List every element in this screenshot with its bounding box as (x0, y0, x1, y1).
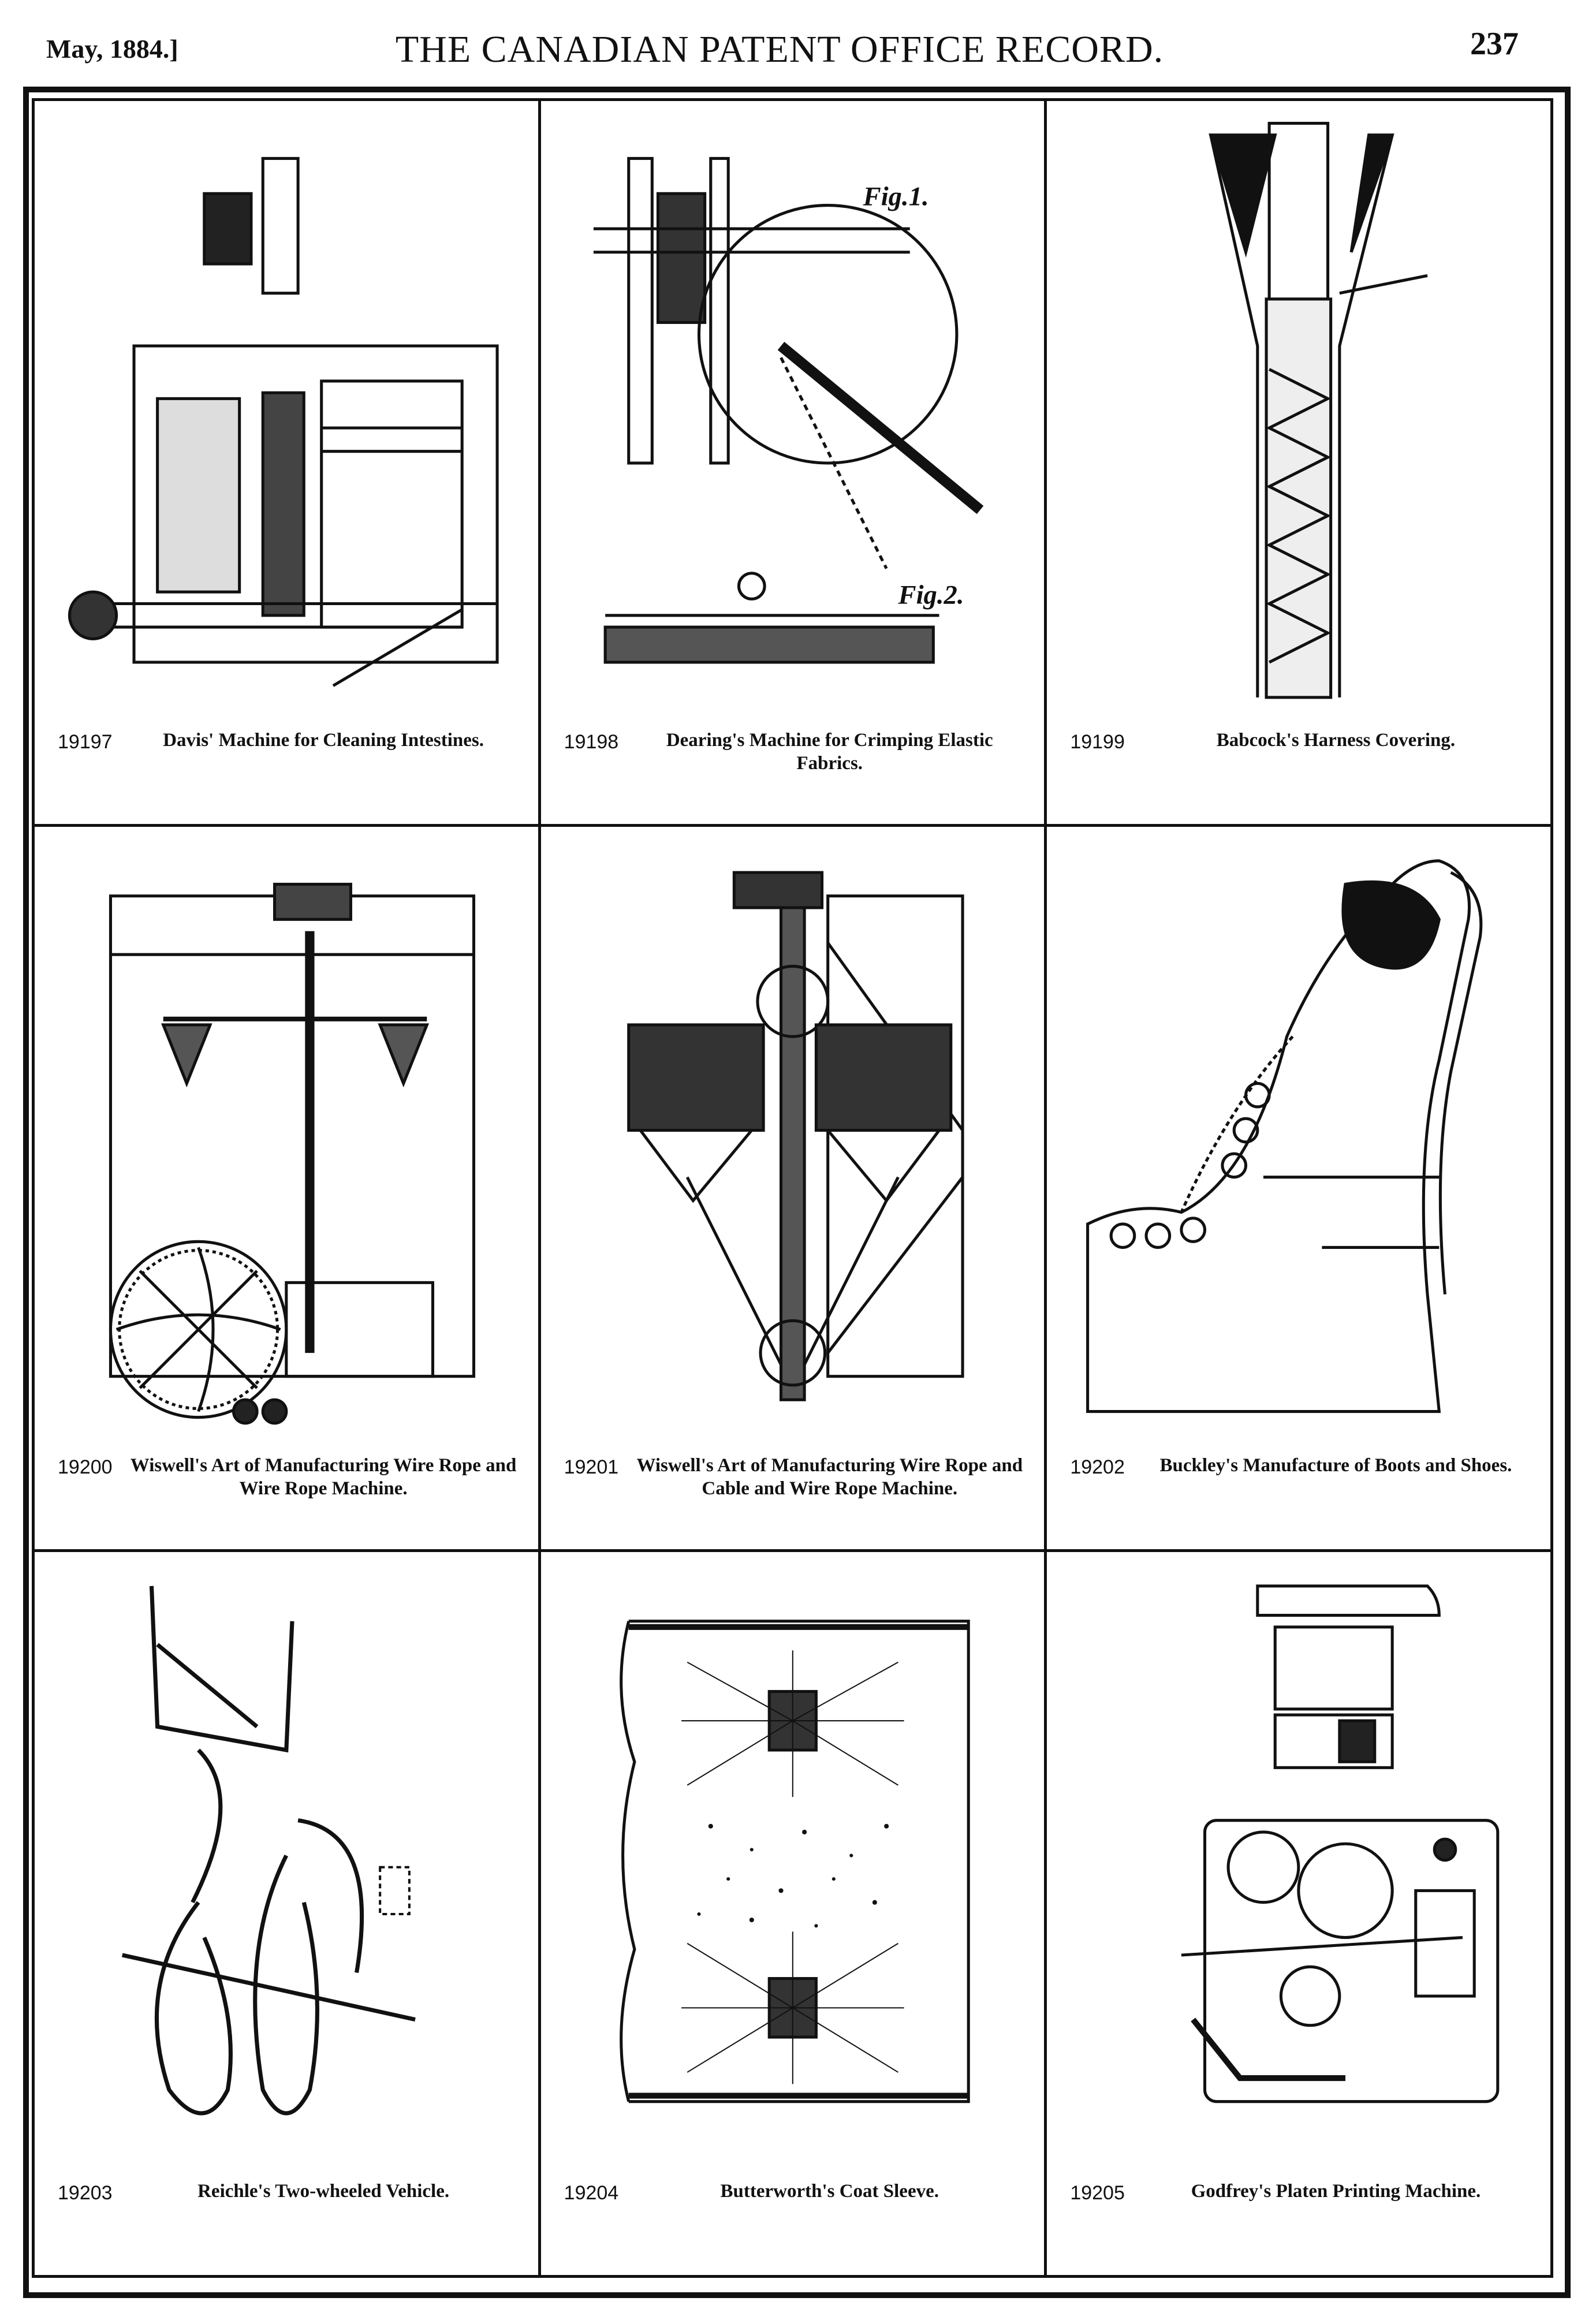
patent-number: 19203 (58, 2181, 113, 2204)
patent-number: 19201 (564, 1456, 619, 1479)
drawing-platen-printing-machine (1181, 1584, 1500, 2103)
patent-cell-19197: 19197 Davis' Machine for Cleaning Intest… (35, 101, 541, 827)
patent-title: Wiswell's Art of Manufacturing Wire Rope… (636, 1455, 1023, 1500)
patent-cell-19198: Fig.1. Fig.2. 19198 Dearing's Machine fo… (540, 101, 1047, 827)
caption: 19205 Godfrey's Platen Printing Machine. (1070, 2180, 1533, 2255)
patent-number: 19204 (564, 2181, 619, 2204)
patent-title: Butterworth's Coat Sleeve. (720, 2180, 939, 2202)
patent-cell-19199: 19199 Babcock's Harness Covering. (1047, 101, 1553, 827)
issue-date: May, 1884.] (46, 34, 178, 64)
caption: 19204 Butterworth's Coat Sleeve. (564, 2180, 1027, 2255)
page-frame (23, 87, 1571, 2298)
patent-number: 19199 (1070, 730, 1125, 753)
patent-number: 19198 (564, 730, 619, 753)
drawing-intestine-cleaning-machine (68, 156, 499, 687)
caption: 19197 Davis' Machine for Cleaning Intest… (58, 729, 521, 804)
caption: 19201 Wiswell's Art of Manufacturing Wir… (564, 1454, 1027, 1529)
patent-title: Godfrey's Platen Printing Machine. (1191, 2180, 1481, 2202)
drawing-wire-rope-cable-machine (627, 871, 964, 1401)
drawing-coat-sleeve (619, 1620, 970, 2103)
patent-cell-19201: 19201 Wiswell's Art of Manufacturing Wir… (540, 826, 1047, 1553)
caption: 19202 Buckley's Manufacture of Boots and… (1070, 1454, 1533, 1529)
drawing-harness-covering (1209, 121, 1428, 699)
page-header: May, 1884.] THE CANADIAN PATENT OFFICE R… (40, 17, 1519, 81)
fig-1-label: Fig.1. (862, 182, 928, 212)
fig-2-label: Fig.2. (897, 580, 964, 610)
drawing-boot-shoe (1086, 859, 1483, 1413)
patent-title: Davis' Machine for Cleaning Intestines. (163, 729, 484, 751)
patent-title: Buckley's Manufacture of Boots and Shoes… (1159, 1455, 1512, 1476)
patent-grid: 19197 Davis' Machine for Cleaning Intest… (32, 98, 1553, 2278)
patent-number: 19205 (1070, 2181, 1125, 2204)
patent-cell-19203: 19203 Reichle's Two-wheeled Vehicle. (35, 1552, 541, 2278)
patent-cell-19200: 19200 Wiswell's Art of Manufacturing Wir… (35, 826, 541, 1553)
page-number: 237 (1470, 26, 1519, 62)
patent-title: Dearing's Machine for Crimping Elastic F… (666, 729, 993, 774)
patent-number: 19197 (58, 730, 113, 753)
patent-cell-19205: 19205 Godfrey's Platen Printing Machine. (1047, 1552, 1553, 2278)
caption: 19199 Babcock's Harness Covering. (1070, 729, 1533, 804)
patent-cell-19202: 19202 Buckley's Manufacture of Boots and… (1047, 826, 1553, 1553)
caption: 19203 Reichle's Two-wheeled Vehicle. (58, 2180, 521, 2255)
patent-title: Reichle's Two-wheeled Vehicle. (197, 2180, 450, 2202)
drawing-crimping-machine: Fig.1. Fig.2. (593, 156, 983, 664)
patent-cell-19204: 19204 Butterworth's Coat Sleeve. (540, 1552, 1047, 2278)
drawing-wire-rope-machine (109, 882, 476, 1425)
caption: 19200 Wiswell's Art of Manufacturing Wir… (58, 1454, 521, 1529)
patent-title: Wiswell's Art of Manufacturing Wire Rope… (130, 1455, 517, 1500)
patent-title: Babcock's Harness Covering. (1216, 729, 1456, 751)
patent-number: 19202 (1070, 1456, 1125, 1479)
patent-number: 19200 (58, 1456, 113, 1479)
publication-title: THE CANADIAN PATENT OFFICE RECORD. (395, 28, 1164, 70)
caption: 19198 Dearing's Machine for Crimping Ela… (564, 729, 1027, 804)
drawing-two-wheeled-vehicle (121, 1586, 416, 2116)
